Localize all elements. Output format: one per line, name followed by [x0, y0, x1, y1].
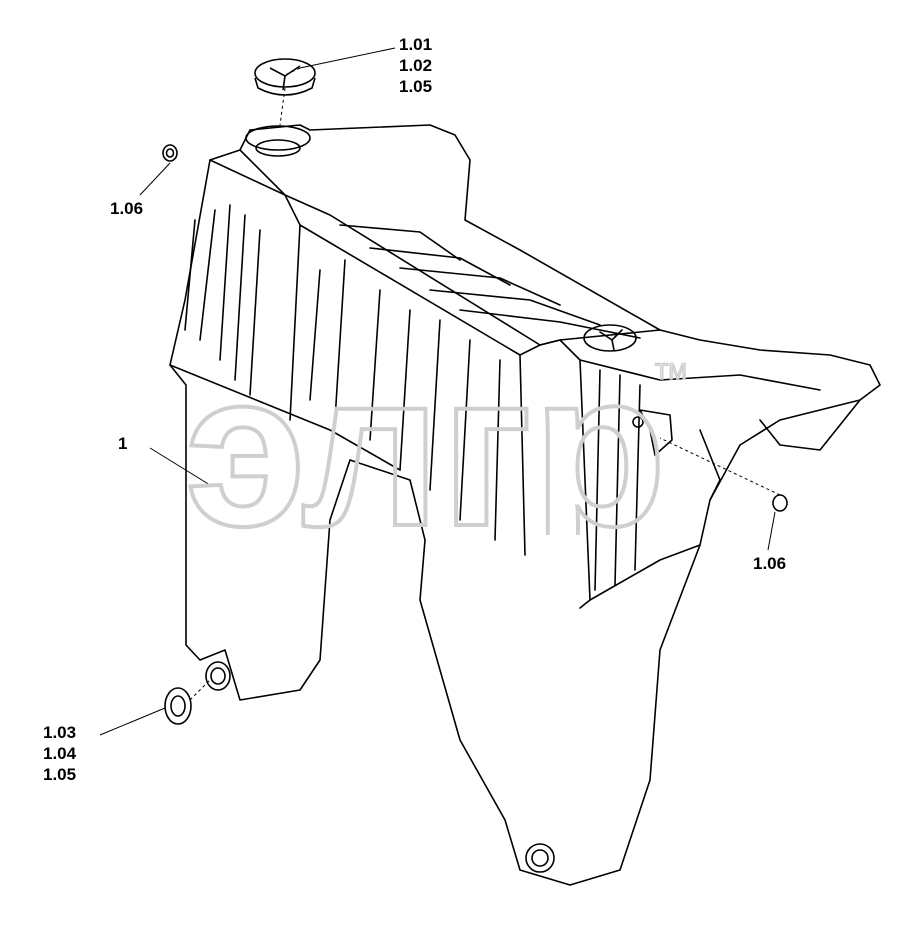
- callout-cap-top-3: 1.05: [399, 77, 433, 96]
- leader-plug-right: [767, 511, 776, 551]
- callout-plug-left: 1.06: [110, 199, 144, 218]
- leader-tank: [149, 447, 211, 486]
- callout-tank: 1: [118, 434, 128, 453]
- tank-left-leg: [169, 159, 881, 886]
- filler-cap: [254, 58, 316, 88]
- watermark-logo: элгр TM: [185, 355, 688, 535]
- leader-plug-left: [139, 162, 171, 196]
- watermark-tm: TM: [655, 359, 687, 384]
- drain-cap: [164, 687, 192, 725]
- callout-drain-cap-3: 1.05: [43, 765, 77, 784]
- plug-right: [772, 494, 788, 512]
- callout-cap-top: 1.01 1.02 1.05: [399, 34, 432, 97]
- callout-cap-top-2: 1.02: [399, 56, 433, 75]
- callout-cap-top-1: 1.01: [399, 35, 433, 54]
- callout-plug-right: 1.06: [753, 554, 787, 573]
- callout-drain-cap-1: 1.03: [43, 723, 77, 742]
- plug-left: [162, 144, 178, 162]
- leader-cap-top: [299, 47, 396, 69]
- leader-drain-cap: [99, 707, 166, 736]
- watermark-text: элгр: [185, 355, 667, 535]
- callout-drain-cap-2: 1.04: [43, 744, 77, 763]
- callout-drain-cap: 1.03 1.04 1.05: [43, 722, 76, 785]
